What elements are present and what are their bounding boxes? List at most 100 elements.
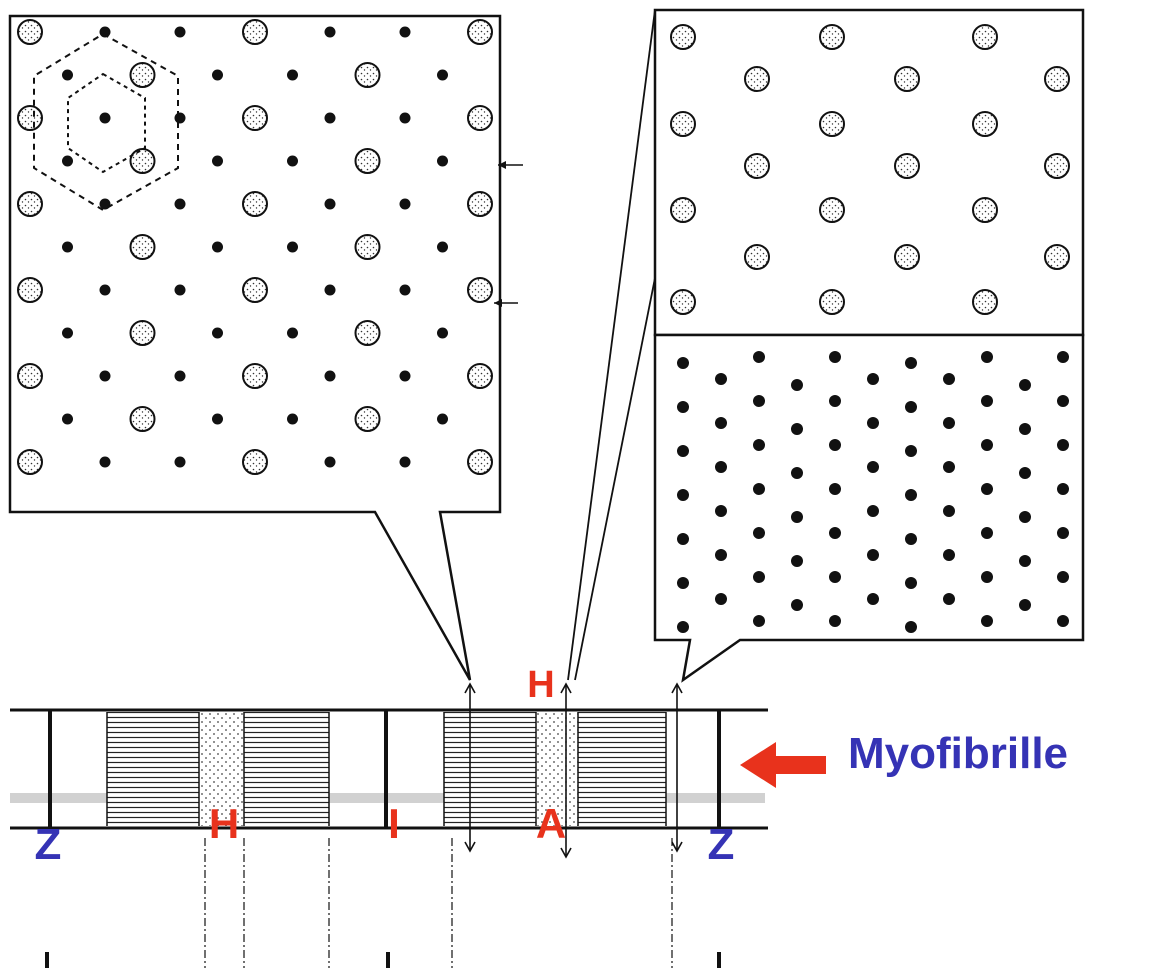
thick-filament-icon — [819, 197, 845, 223]
thin-filament-icon — [905, 489, 917, 501]
thin-filament-icon — [399, 112, 411, 124]
thin-filament-icon — [791, 467, 803, 479]
thin-filament-icon — [867, 373, 879, 385]
thin-filament-icon — [62, 327, 73, 339]
thick-filament-icon — [17, 449, 43, 475]
thick-filament-icon — [1044, 244, 1070, 270]
h-zone-left — [199, 712, 244, 826]
thick-filament-group — [670, 24, 1070, 315]
thick-filament-icon — [354, 62, 381, 88]
thick-filament-icon — [670, 24, 696, 50]
thin-filament-icon — [829, 527, 841, 539]
thick-filament-icon — [354, 406, 381, 432]
double-arrow-icon — [671, 682, 683, 853]
thick-filament-icon — [972, 111, 998, 137]
thin-filament-icon — [324, 112, 336, 124]
thick-filament-icon — [354, 320, 381, 346]
thin-filament-icon — [99, 26, 111, 38]
thick-filament-icon — [17, 105, 43, 131]
thin-filament-group — [677, 351, 1069, 633]
thick-filament-icon — [242, 19, 268, 45]
thin-filament-icon — [905, 621, 917, 633]
thin-filament-icon — [715, 549, 727, 561]
thin-filament-icon — [324, 26, 336, 38]
thin-filament-icon — [99, 370, 111, 382]
thin-filament-icon — [905, 577, 917, 589]
a-band-label: A — [536, 800, 566, 847]
thin-filament-icon — [829, 439, 841, 451]
thin-filament-icon — [1019, 467, 1031, 479]
double-arrow-icon — [560, 682, 572, 859]
thin-filament-icon — [1057, 439, 1069, 451]
thin-filament-icon — [715, 373, 727, 385]
thick-filament-icon — [242, 363, 268, 389]
thin-filament-icon — [399, 370, 411, 382]
thin-filament-icon — [1057, 615, 1069, 627]
thin-filament-icon — [1019, 511, 1031, 523]
thin-filament-icon — [905, 401, 917, 413]
thin-filament-icon — [437, 413, 448, 425]
thin-filament-icon — [212, 155, 223, 167]
thin-filament-icon — [715, 505, 727, 517]
thin-filament-icon — [62, 413, 73, 425]
thin-filament-icon — [287, 69, 298, 81]
thin-filament-icon — [1019, 423, 1031, 435]
thin-filament-icon — [399, 26, 411, 38]
thin-filament-icon — [753, 483, 765, 495]
thin-filament-icon — [753, 439, 765, 451]
thin-filament-icon — [943, 505, 955, 517]
thick-filament-icon — [467, 449, 493, 475]
thick-filament-icon — [17, 191, 43, 217]
thick-filament-group — [17, 19, 493, 475]
thin-filament-icon — [437, 241, 448, 253]
thin-filament-icon — [943, 549, 955, 561]
thin-filament-icon — [287, 413, 298, 425]
thin-filament-icon — [212, 69, 223, 81]
thick-filament-icon — [467, 105, 493, 131]
thin-filament-icon — [981, 615, 993, 627]
thin-filament-icon — [829, 615, 841, 627]
thick-filament-icon — [744, 153, 770, 179]
thin-filament-icon — [905, 445, 917, 457]
thin-filament-icon — [867, 505, 879, 517]
boundary-guide-lines — [204, 838, 673, 968]
arrow-left-icon — [498, 161, 523, 169]
thick-filament-icon — [670, 197, 696, 223]
thin-filament-icon — [715, 593, 727, 605]
thin-filament-icon — [677, 357, 689, 369]
double-arrow-icon — [464, 682, 476, 853]
thin-filament-icon — [753, 395, 765, 407]
thin-filament-icon — [99, 112, 111, 124]
thin-filament-icon — [715, 417, 727, 429]
thick-filament-icon — [242, 449, 268, 475]
i-band-cross-section-panel — [653, 333, 1085, 683]
thick-filament-icon — [129, 148, 156, 174]
thick-filament-icon — [819, 24, 845, 50]
thin-filament-icon — [867, 593, 879, 605]
thin-filament-icon — [753, 615, 765, 627]
thick-filament-icon — [17, 19, 43, 45]
thin-filament-icon — [981, 571, 993, 583]
thin-filament-icon — [867, 549, 879, 561]
overlap-panel-outline — [8, 14, 502, 681]
thin-filament-icon — [174, 26, 186, 38]
thin-filament-icon — [212, 241, 223, 253]
thin-filament-icon — [174, 112, 186, 124]
thin-filament-icon — [1057, 571, 1069, 583]
h-zone-right — [536, 712, 578, 826]
thin-filament-icon — [943, 417, 955, 429]
thin-filament-icon — [829, 483, 841, 495]
thin-filament-icon — [324, 370, 336, 382]
thin-filament-icon — [677, 445, 689, 457]
thin-filament-icon — [1057, 527, 1069, 539]
thin-filament-icon — [753, 571, 765, 583]
thin-filament-icon — [399, 284, 411, 296]
thin-filament-icon — [1019, 379, 1031, 391]
thick-filament-icon — [467, 191, 493, 217]
thin-filament-icon — [437, 69, 448, 81]
dashed-hexagon-inner — [67, 72, 146, 174]
thick-filament-icon — [1044, 66, 1070, 92]
thick-filament-icon — [354, 148, 381, 174]
thin-filament-icon — [867, 417, 879, 429]
thin-filament-icon — [943, 373, 955, 385]
